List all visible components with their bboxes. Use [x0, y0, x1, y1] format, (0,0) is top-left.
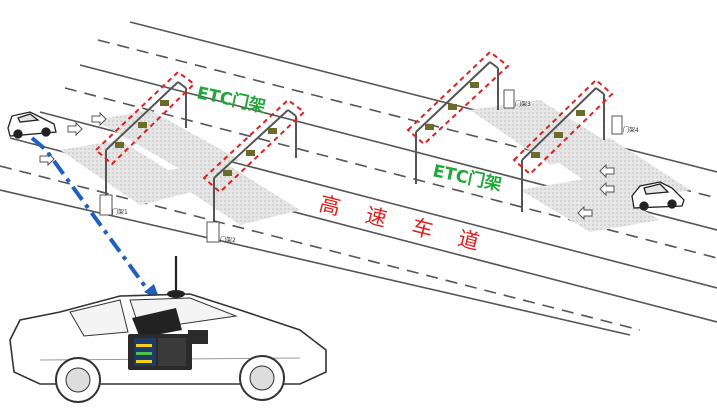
gantry-highlights: [94, 50, 614, 194]
highlight-box: [202, 98, 306, 194]
tablet-analyzer-icon: [128, 308, 208, 370]
inspection-vehicle: [9, 256, 327, 403]
arrow-left-icon: [599, 163, 615, 179]
highlight-box: [406, 50, 510, 146]
gantry-right-1: [415, 61, 515, 184]
gate-tag-4: 门架4: [623, 126, 639, 134]
lane-arrows: [39, 111, 615, 221]
arrow-left-icon: [599, 181, 615, 197]
arrow-right-icon: [67, 121, 83, 137]
gate-tag-2: 门架2: [220, 236, 236, 244]
arrow-right-icon: [91, 111, 107, 127]
zone: [520, 178, 660, 232]
zone: [160, 160, 300, 225]
zone: [60, 140, 200, 205]
highlight-box: [512, 78, 614, 176]
lane-divider: [64, 87, 717, 259]
lane-divider: [97, 39, 717, 199]
highlight-box: [94, 70, 196, 166]
gate-tag-1: 门架1: [112, 208, 128, 216]
gantry-left-2: [206, 109, 297, 243]
etc-gantry-label-left: ETC门架: [195, 82, 268, 117]
arrow-left-icon: [577, 205, 593, 221]
antenna-icon: [167, 256, 185, 298]
car-icon: [631, 181, 685, 211]
car-icon: [7, 111, 57, 139]
signal-path: [30, 136, 154, 298]
gate-tag-3: 门架3: [515, 100, 531, 108]
